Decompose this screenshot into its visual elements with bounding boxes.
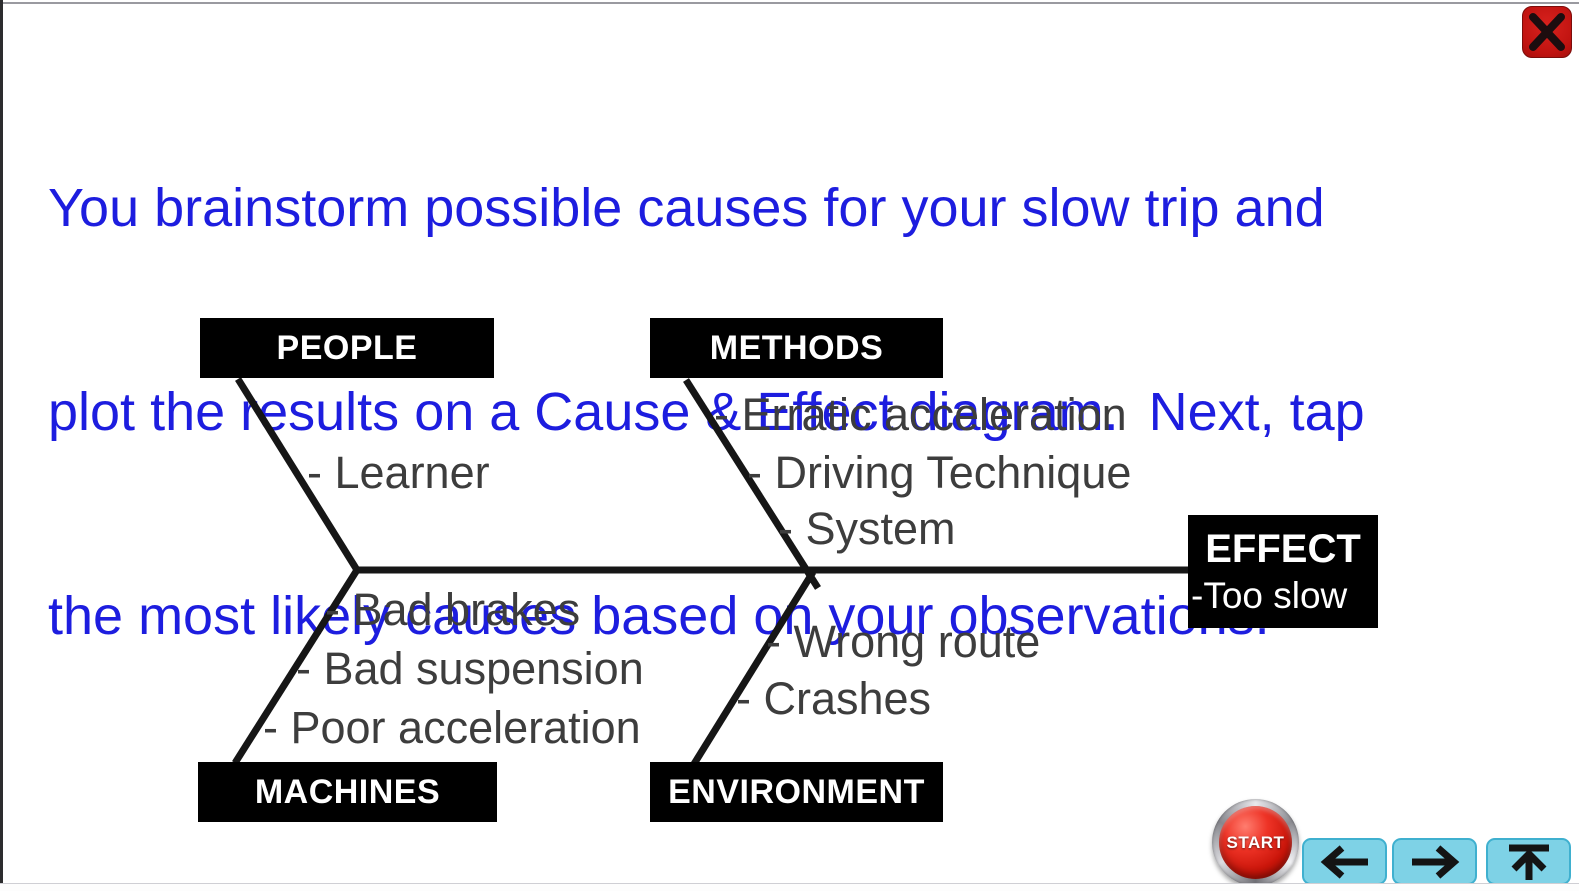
cause-item-crashes[interactable]: - Crashes [736, 673, 932, 724]
effect-label: EFFECT [1205, 526, 1361, 571]
forward-button[interactable] [1392, 838, 1477, 885]
category-box-machines: MACHINES [198, 762, 497, 822]
forward-arrow-icon [1411, 844, 1459, 879]
effect-box: EFFECT -Too slow [1188, 515, 1378, 628]
cause-item-bad-suspension[interactable]: - Bad suspension [296, 643, 644, 694]
cause-item-system[interactable]: - System [778, 503, 956, 554]
category-label: PEOPLE [276, 328, 418, 367]
instruction-line: You brainstorm possible causes for your … [48, 178, 1325, 238]
window-bottom-strip [0, 883, 1579, 891]
effect-value: -Too slow [1191, 574, 1348, 616]
category-box-environment: ENVIRONMENT [650, 762, 943, 822]
machines-bone-line [232, 568, 360, 765]
close-icon [1529, 13, 1565, 51]
cause-item-learner[interactable]: - Learner [307, 447, 490, 498]
cause-item-bad-brakes[interactable]: - Bad brakes [325, 584, 581, 635]
start-button-cap: START [1219, 806, 1292, 879]
environment-bone-line [691, 570, 816, 766]
window-left-border [0, 0, 3, 890]
people-bone-line [235, 377, 360, 572]
category-label: MACHINES [254, 772, 441, 811]
start-button-label: START [1226, 832, 1285, 852]
methods-bone-line [683, 378, 821, 590]
back-button[interactable] [1302, 838, 1387, 885]
start-button[interactable]: START [1212, 799, 1299, 886]
window-top-border [0, 2, 1579, 4]
return-to-top-button[interactable] [1486, 838, 1571, 885]
category-label: METHODS [709, 328, 884, 367]
back-arrow-icon [1320, 844, 1368, 879]
cause-item-poor-acceleration[interactable]: - Poor acceleration [263, 702, 641, 753]
category-label: ENVIRONMENT [668, 772, 925, 811]
top-arrow-icon [1508, 844, 1549, 880]
cause-item-wrong-route[interactable]: - Wrong route [766, 616, 1041, 667]
category-box-methods: METHODS [650, 318, 943, 378]
instruction-line: plot the results on a Cause & Effect dia… [48, 382, 1365, 442]
cause-item-erratic-acceleration[interactable]: - Erratic acceleration [714, 389, 1127, 440]
close-button[interactable] [1522, 6, 1572, 58]
cause-item-driving-technique[interactable]: - Driving Technique [747, 447, 1132, 498]
category-box-people: PEOPLE [200, 318, 494, 378]
